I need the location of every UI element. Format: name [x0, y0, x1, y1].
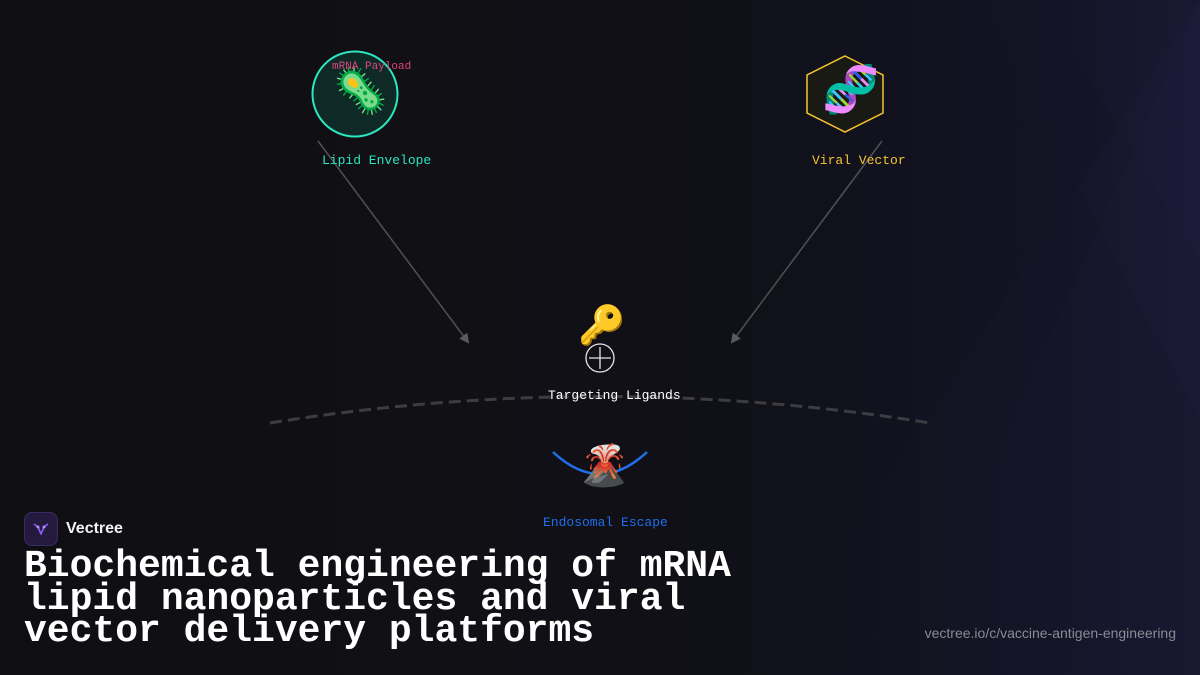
vectree-logo-icon	[24, 512, 58, 546]
dna-icon: 🧬	[822, 62, 880, 116]
arrow-viral-to-ligands	[730, 140, 883, 344]
endosomal-escape-label: Endosomal Escape	[543, 515, 668, 530]
viral-vector-hexagon	[806, 55, 884, 133]
microbe-icon: 🦠	[333, 66, 388, 117]
targeting-ligands-label: Targeting Ligands	[548, 388, 681, 403]
volcano-icon: 🌋	[579, 443, 629, 489]
brand-name: Vectree	[66, 520, 123, 537]
circle-plus-icon	[585, 343, 615, 373]
key-icon: 🔑	[578, 303, 626, 347]
page-title: Biochemical engineering of mRNA lipid na…	[24, 545, 731, 653]
mrna-payload-label: mRNA Payload	[332, 61, 412, 73]
lipid-envelope-circle	[311, 50, 399, 138]
cell-membrane-curve	[269, 395, 931, 425]
lipid-envelope-label: Lipid Envelope	[322, 153, 432, 168]
endosome-cup	[552, 451, 648, 476]
source-url: vectree.io/c/vaccine-antigen-engineering	[924, 625, 1176, 641]
brand: Vectree	[24, 512, 123, 546]
viral-vector-label: Viral Vector	[812, 153, 906, 168]
arrow-lipid-to-ligands	[317, 140, 470, 344]
